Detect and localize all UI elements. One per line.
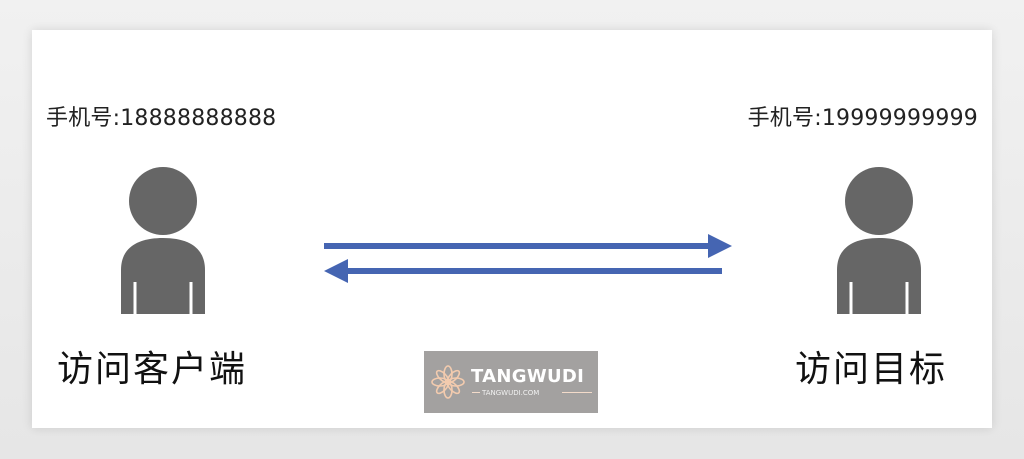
watermark-divider-right	[562, 392, 592, 393]
arrow-left-icon	[324, 259, 722, 283]
client-phone-label: 手机号:18888888888	[46, 106, 277, 131]
target-person-icon	[837, 167, 921, 314]
watermark-divider-left	[472, 392, 480, 393]
watermark-subtitle: TANGWUDI.COM	[482, 389, 540, 397]
client-caption: 访问客户端	[57, 349, 248, 390]
target-phone-label: 手机号:19999999999	[747, 106, 978, 131]
watermark: TANGWUDI TANGWUDI.COM	[424, 351, 598, 413]
arrow-right-icon	[324, 234, 732, 258]
client-person-icon	[121, 167, 205, 314]
target-caption: 访问目标	[795, 349, 948, 390]
request-response-arrows	[324, 234, 732, 283]
flower-logo-icon	[431, 365, 465, 399]
watermark-title: TANGWUDI	[471, 366, 585, 387]
